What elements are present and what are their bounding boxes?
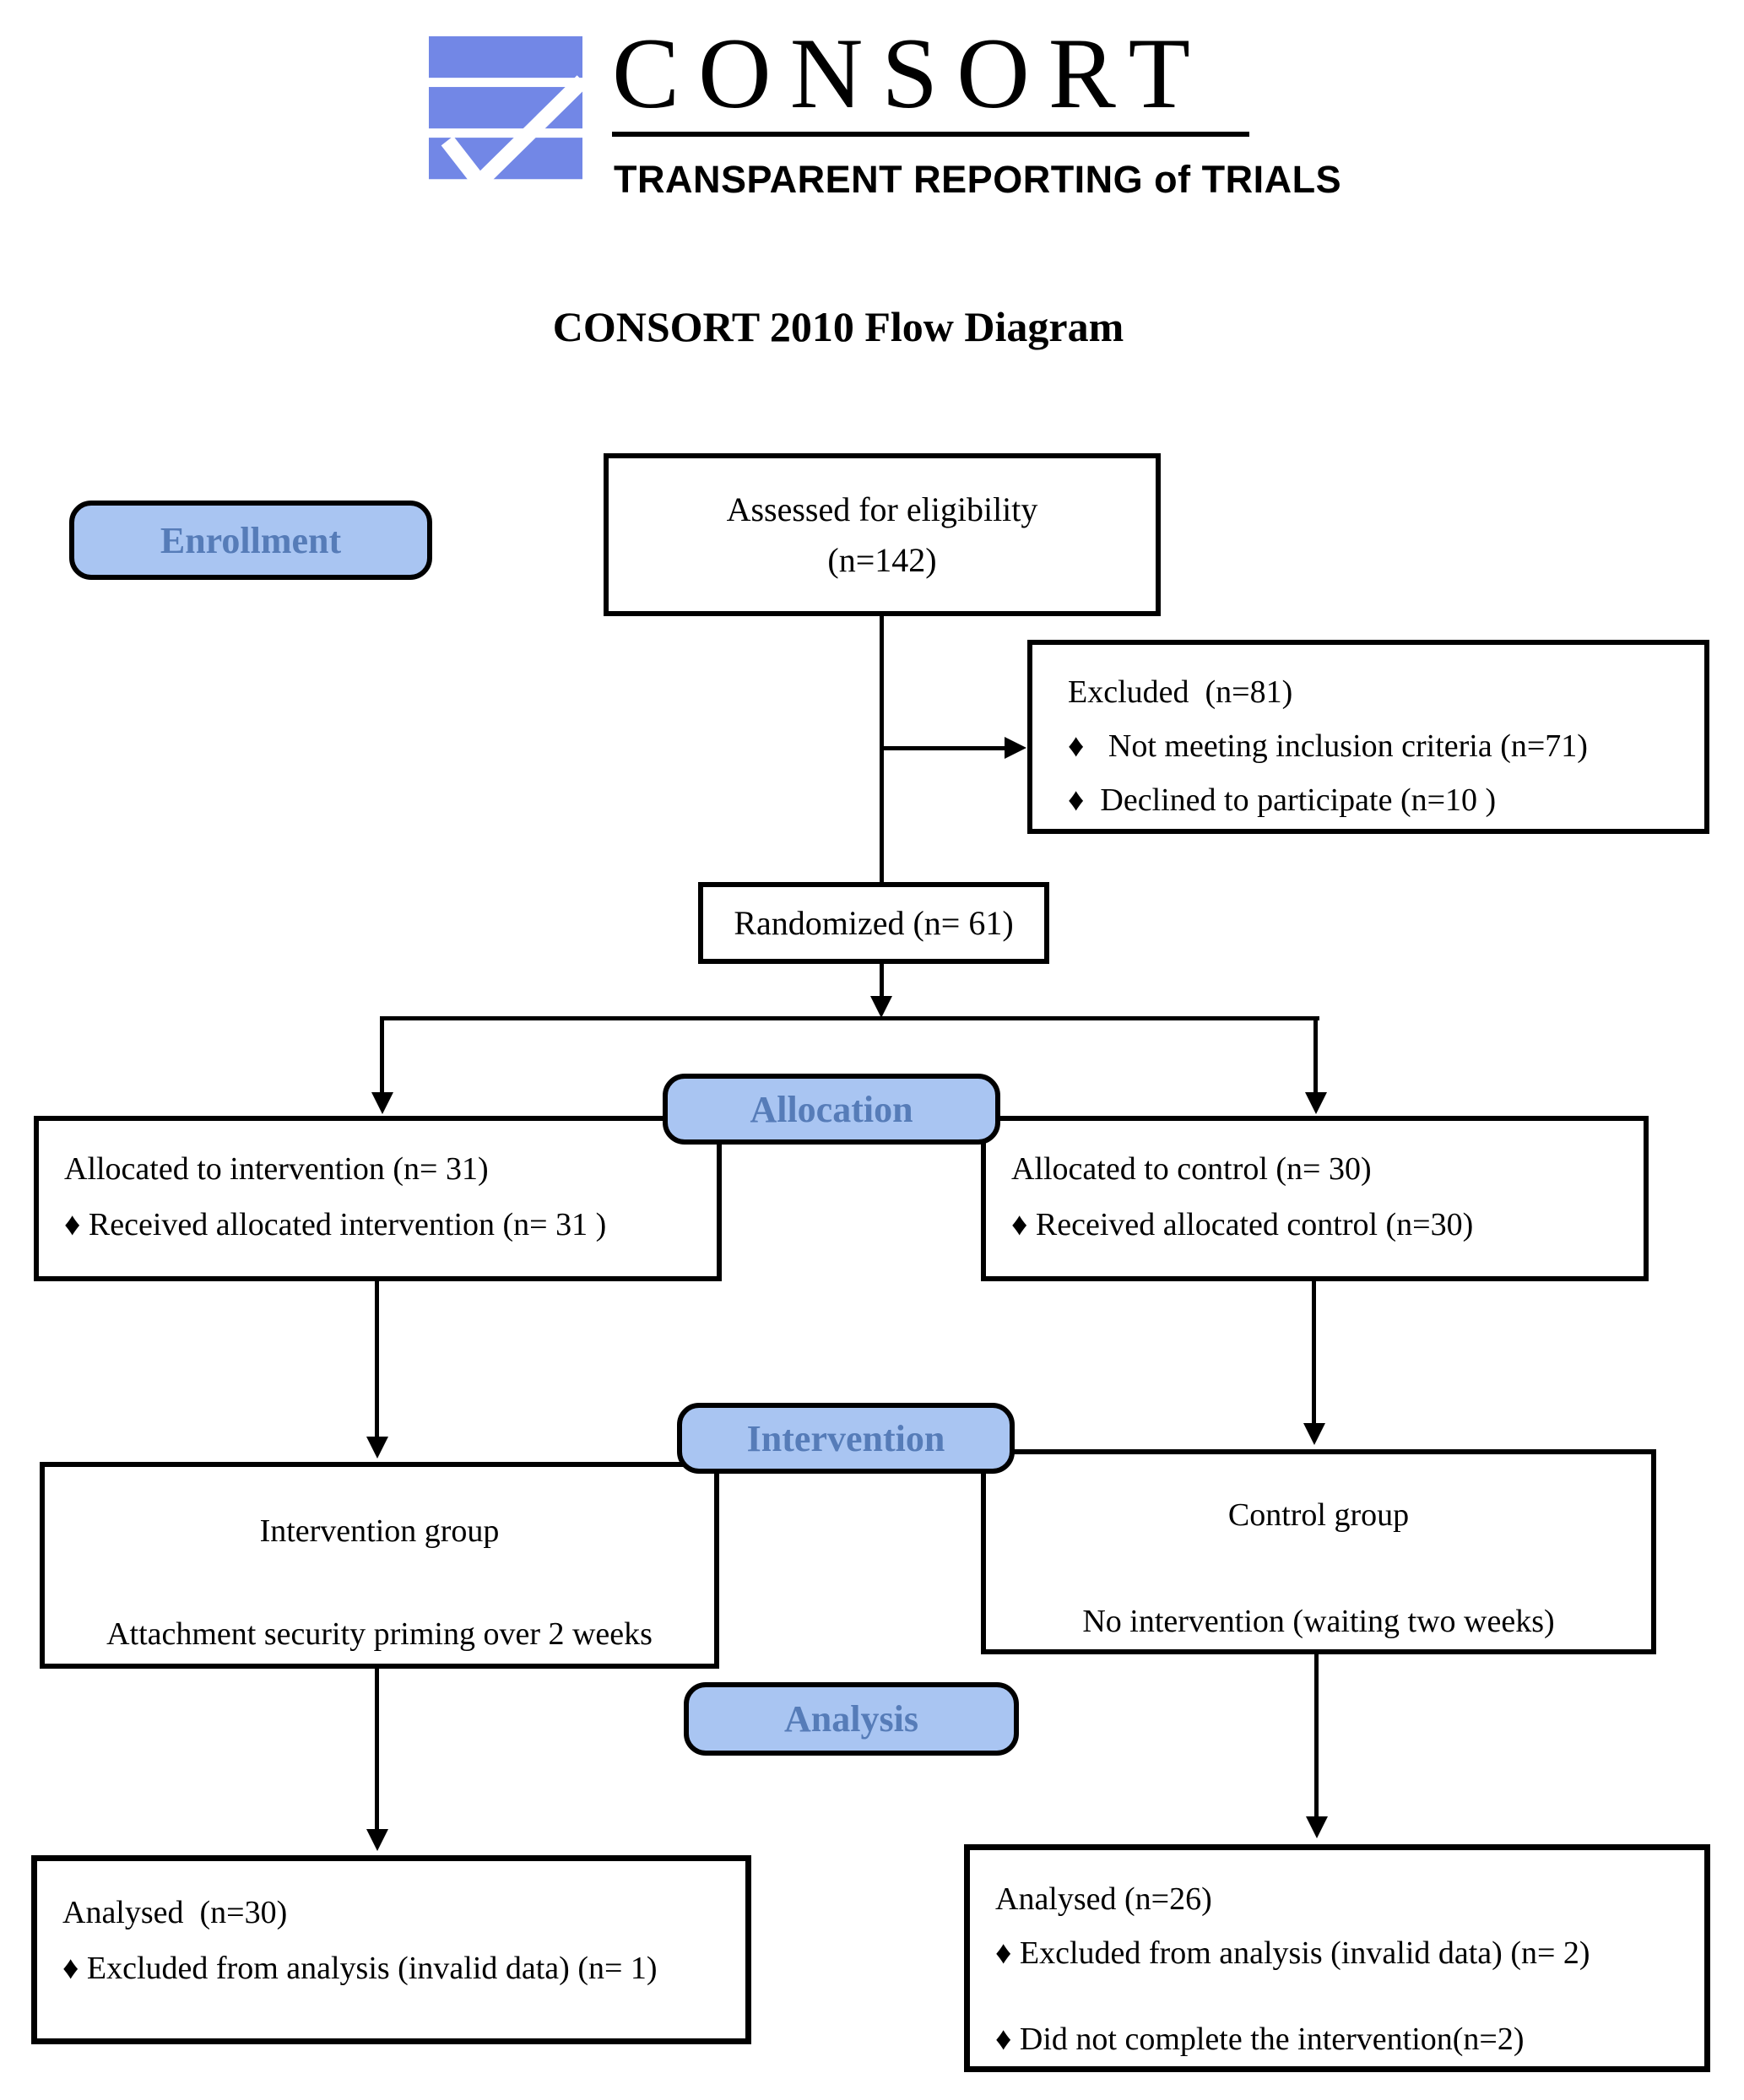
connector-analysed-intervention xyxy=(375,1669,379,1829)
arrowhead-intervention-group xyxy=(366,1437,388,1459)
arrowhead-allocated-control xyxy=(1305,1092,1327,1114)
analysed-control-bullet-2: ♦ Did not complete the intervention(n=2) xyxy=(995,2022,1525,2057)
branch-left-line xyxy=(380,1016,384,1094)
excluded-bullet-1: ♦ Not meeting inclusion criteria (n=71) xyxy=(1068,728,1588,764)
excluded-box: Excluded (n=81) ♦ Not meeting inclusion … xyxy=(1027,640,1709,834)
brand-underline xyxy=(612,132,1249,137)
stage-label-intervention-text: Intervention xyxy=(746,1417,945,1459)
intervention-group-box: Intervention group Attachment security p… xyxy=(40,1462,719,1669)
arrowhead-analysed-control xyxy=(1306,1816,1328,1838)
arrowhead-excluded xyxy=(1005,737,1026,759)
allocated-control-bullet: ♦ Received allocated control (n=30) xyxy=(1011,1207,1474,1242)
connector-assessed-randomized xyxy=(880,616,884,890)
arrowhead-branch xyxy=(870,996,892,1018)
allocated-intervention-bullet: ♦ Received allocated intervention (n= 31… xyxy=(64,1207,607,1242)
connector-to-excluded xyxy=(882,746,1007,750)
stage-label-allocation-text: Allocation xyxy=(750,1088,913,1130)
stage-label-analysis-text: Analysis xyxy=(784,1698,918,1740)
control-group-line2: No intervention (waiting two weeks) xyxy=(1082,1604,1555,1639)
arrowhead-control-group xyxy=(1303,1423,1325,1445)
allocated-control-box: Allocated to control (n= 30) ♦ Received … xyxy=(981,1116,1649,1281)
randomized-line1: Randomized (n= 61) xyxy=(734,903,1014,942)
allocated-intervention-line1: Allocated to intervention (n= 31) xyxy=(64,1151,489,1187)
analysed-intervention-bullet-1: ♦ Excluded from analysis (invalid data) … xyxy=(62,1951,658,1986)
allocated-intervention-box: Allocated to intervention (n= 31) ♦ Rece… xyxy=(34,1116,722,1281)
analysed-control-title: Analysed (n=26) xyxy=(995,1881,1212,1917)
analysed-control-box: Analysed (n=26) ♦ Excluded from analysis… xyxy=(964,1844,1710,2072)
control-group-line1: Control group xyxy=(1227,1497,1410,1533)
stage-label-enrollment: Enrollment xyxy=(69,501,432,580)
consort-logo-icon xyxy=(429,36,582,192)
excluded-title: Excluded (n=81) xyxy=(1068,674,1293,710)
brand-wordmark: CONSORT xyxy=(612,17,1209,129)
control-group-box: Control group No intervention (waiting t… xyxy=(981,1449,1656,1654)
arrowhead-analysed-intervention xyxy=(366,1829,388,1851)
excluded-bullet-2: ♦ Declined to participate (n=10 ) xyxy=(1068,782,1497,818)
branch-right-line xyxy=(1313,1016,1318,1094)
stage-label-intervention: Intervention xyxy=(677,1403,1015,1474)
connector-analysed-control xyxy=(1314,1654,1319,1816)
randomized-box: Randomized (n= 61) xyxy=(698,882,1049,964)
analysed-control-bullet-1: ♦ Excluded from analysis (invalid data) … xyxy=(995,1935,1590,1971)
branch-horizontal-line xyxy=(382,1016,1319,1020)
assessed-line1: Assessed for eligibility xyxy=(726,490,1038,528)
intervention-group-line2: Attachment security priming over 2 weeks xyxy=(106,1616,653,1652)
analysed-intervention-box: Analysed (n=30) ♦ Excluded from analysis… xyxy=(31,1855,751,2044)
stage-label-analysis: Analysis xyxy=(684,1682,1019,1756)
allocated-control-line1: Allocated to control (n= 30) xyxy=(1011,1151,1372,1187)
brand-tagline: TRANSPARENT REPORTING of TRIALS xyxy=(614,158,1342,201)
analysed-intervention-title: Analysed (n=30) xyxy=(62,1895,288,1930)
assessed-box: Assessed for eligibility (n=142) xyxy=(604,453,1161,616)
stage-label-enrollment-text: Enrollment xyxy=(160,519,342,561)
connector-control-group xyxy=(1312,1281,1316,1423)
connector-randomized-branch xyxy=(880,964,884,998)
page-title: CONSORT 2010 Flow Diagram xyxy=(552,303,1124,350)
connector-intervention-group xyxy=(375,1281,379,1437)
assessed-line2: (n=142) xyxy=(827,540,937,579)
checkmark-icon xyxy=(441,75,582,192)
intervention-group-line1: Intervention group xyxy=(259,1513,500,1549)
arrowhead-allocated-intervention xyxy=(371,1092,393,1114)
stage-label-allocation: Allocation xyxy=(663,1074,1000,1145)
